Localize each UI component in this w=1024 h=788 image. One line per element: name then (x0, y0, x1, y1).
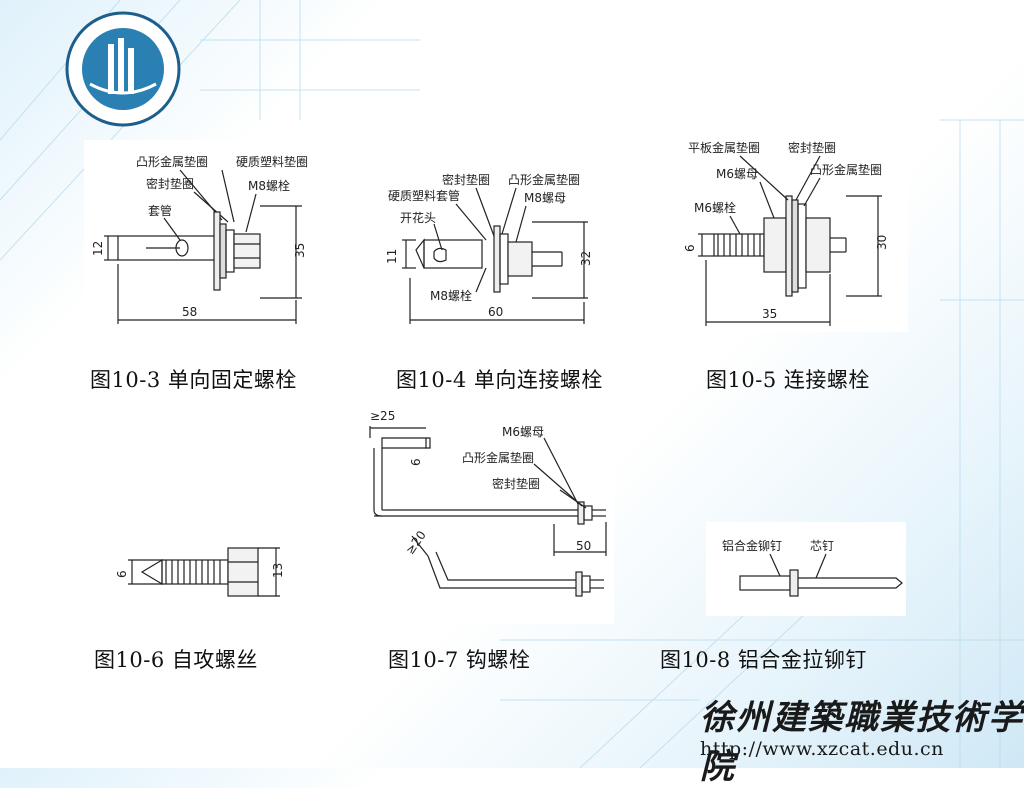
fig4-label-2: 硬质塑料套管 (388, 188, 460, 203)
figure-10-7-drawing: ≥25 6 M6螺母 凸形金属垫圈 密封垫圈 50 ≥20 (364, 404, 614, 624)
fig8-label-1: 芯钉 (810, 539, 834, 553)
fig5-label-1: 密封垫圈 (788, 140, 836, 155)
fig4-label-5: M8螺栓 (430, 288, 472, 303)
figure-10-3-drawing: 凸形金属垫圈 硬质塑料垫圈 密封垫圈 M8螺栓 套管 (84, 140, 336, 332)
fig5-dim-0: 6 (683, 244, 697, 252)
school-emblem-icon (65, 11, 181, 127)
fig3-label-3: M8螺栓 (248, 178, 290, 193)
fig3-dim-0: 12 (91, 241, 105, 256)
fig7-dim-2: 50 (576, 539, 591, 553)
fig5-label-3: 凸形金属垫圈 (810, 162, 882, 177)
fig4-dim-0: 11 (385, 249, 399, 264)
fig8-label-0: 铝合金铆钉 (722, 538, 782, 553)
fig4-label-4: 开花头 (400, 210, 436, 225)
school-logo (64, 10, 182, 128)
fig4-label-3: M8螺母 (524, 191, 566, 205)
figure-10-5-caption: 图10-5 连接螺栓 (706, 368, 870, 392)
fig5-label-0: 平板金属垫圈 (688, 140, 760, 155)
fig4-label-1: 凸形金属垫圈 (508, 172, 580, 187)
figure-10-8-drawing: 铝合金铆钉 芯钉 (706, 522, 906, 616)
figure-10-5-drawing: 平板金属垫圈 密封垫圈 M6螺母 凸形金属垫圈 M6螺栓 (670, 134, 908, 332)
fig3-label-2: 密封垫圈 (146, 176, 194, 191)
fig3-label-4: 套管 (148, 203, 172, 218)
fig7-label-2: 密封垫圈 (492, 476, 540, 491)
figure-10-6-drawing: 6 13 (110, 538, 294, 604)
fig3-dim-2: 58 (182, 305, 197, 319)
fig7-dim-0: ≥25 (370, 409, 395, 423)
figure-10-7-caption: 图10-7 钩螺栓 (388, 648, 531, 672)
figure-10-4-caption: 图10-4 单向连接螺栓 (396, 368, 603, 392)
fig3-label-1: 硬质塑料垫圈 (236, 154, 308, 169)
fig3-dim-1: 35 (293, 243, 307, 258)
fig5-dim-2: 35 (762, 307, 777, 321)
fig5-dim-1: 30 (875, 235, 889, 250)
fig7-label-0: M6螺母 (502, 425, 544, 439)
fig5-label-2: M6螺母 (716, 167, 758, 181)
figure-10-3-caption: 图10-3 单向固定螺栓 (90, 368, 297, 392)
fig7-dim-1: 6 (409, 458, 423, 466)
figure-10-8-caption: 图10-8 铝合金拉铆钉 (660, 648, 867, 672)
fig7-label-1: 凸形金属垫圈 (462, 450, 534, 465)
footer-url-link[interactable]: http://www.xzcat.edu.cn (700, 738, 944, 760)
fig6-dim-0: 6 (115, 570, 129, 578)
footer-school-name: 徐州建築職業技術学院 (700, 698, 1024, 787)
fig6-dim-1: 13 (271, 563, 285, 578)
fig5-label-4: M6螺栓 (694, 200, 736, 215)
figure-10-6-caption: 图10-6 自攻螺丝 (94, 648, 258, 672)
fig4-label-0: 密封垫圈 (442, 172, 490, 187)
fig4-dim-1: 32 (579, 251, 593, 266)
fig4-dim-2: 60 (488, 305, 503, 319)
fig3-label-0: 凸形金属垫圈 (136, 154, 208, 169)
figure-10-4-drawing: 密封垫圈 凸形金属垫圈 硬质塑料套管 M8螺母 开花头 M8螺栓 (376, 166, 610, 332)
